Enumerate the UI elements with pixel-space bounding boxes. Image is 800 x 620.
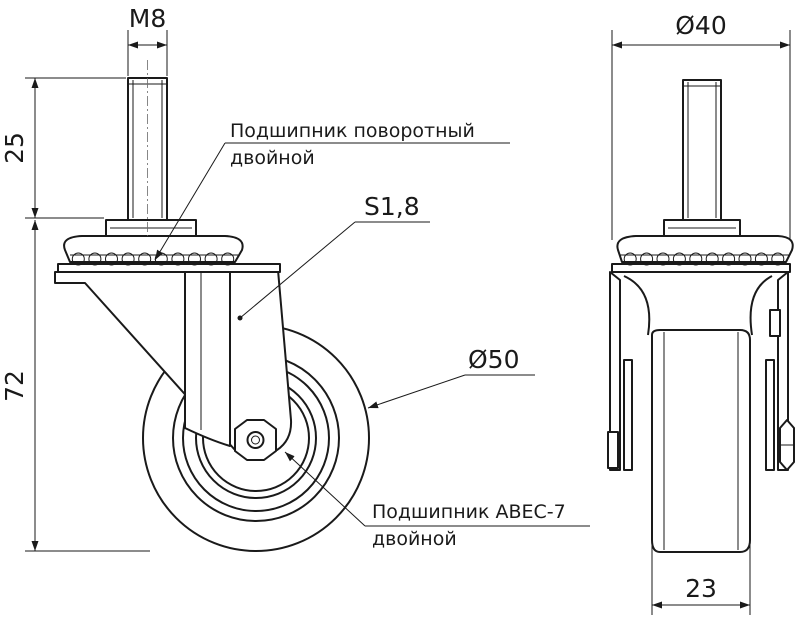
side-view: M8 25 72 Подшипник поворотный двойной S1… xyxy=(0,4,590,552)
dim-stem-length-25: 25 xyxy=(0,77,126,219)
dim-text-stem-length: 25 xyxy=(0,132,29,164)
bearing-ball xyxy=(705,252,719,266)
front-fork-right-plate xyxy=(777,271,789,471)
bearing-ball xyxy=(138,252,152,266)
swivel-bearing-balls xyxy=(71,252,235,266)
bearing-ball xyxy=(221,252,235,266)
front-fork-inner-right xyxy=(765,359,775,471)
note-leader xyxy=(367,374,466,409)
bearing-ball xyxy=(623,252,637,266)
top-plate-upper xyxy=(63,235,244,263)
note-swivel-bearing: Подшипник поворотный двойной xyxy=(154,120,510,261)
bearing-ball xyxy=(171,252,185,266)
dim-text-thickness: S1,8 xyxy=(364,192,420,221)
note-leader xyxy=(239,221,356,319)
note-swivel-line1: Подшипник поворотный xyxy=(230,120,475,142)
note-swivel-line2: двойной xyxy=(230,147,315,169)
bearing-ball xyxy=(204,252,218,266)
note-leader xyxy=(154,142,226,261)
top-plate-lower xyxy=(57,263,281,273)
front-fork-inner-left xyxy=(623,359,633,471)
dim-thread-m8: M8 xyxy=(127,4,168,76)
bearing-ball xyxy=(88,252,102,266)
note-wheel-bearing-line1: Подшипник ABEC-7 xyxy=(372,501,566,523)
front-fork xyxy=(607,271,795,471)
front-fork-left-curve xyxy=(623,275,651,336)
bearing-ball xyxy=(771,252,785,266)
bearing-ball xyxy=(188,252,201,266)
front-bearing-balls xyxy=(623,252,785,266)
bearing-ball xyxy=(689,252,703,266)
axle-nut-hole xyxy=(246,431,265,449)
front-stem xyxy=(682,79,722,221)
front-top-plate xyxy=(611,219,794,273)
bearing-ball xyxy=(121,252,135,266)
bearing-ball xyxy=(722,252,736,266)
dim-text-wheel-width: 23 xyxy=(685,574,717,603)
bearing-ball xyxy=(754,252,768,266)
note-wheel-diameter: Ø50 xyxy=(367,345,535,409)
front-plate-lower xyxy=(611,263,791,273)
bearing-ball xyxy=(656,252,670,266)
note-wheel-bearing: Подшипник ABEC-7 двойной xyxy=(284,451,590,550)
dim-text-thread: M8 xyxy=(129,4,166,33)
side-top-plate xyxy=(57,219,281,273)
front-stem-body xyxy=(682,79,722,221)
bearing-ball xyxy=(738,252,752,266)
fork-plate-front xyxy=(184,269,231,447)
front-plate-upper xyxy=(616,235,794,263)
dim-total-height-72: 72 xyxy=(0,220,150,552)
note-wheel-bearing-line2: двойной xyxy=(372,528,457,550)
bearing-ball xyxy=(71,252,85,266)
note-bracket-thickness: S1,8 xyxy=(239,192,430,319)
bearing-ball xyxy=(640,252,654,266)
front-wheel-body xyxy=(651,329,751,553)
bearing-ball xyxy=(105,252,118,266)
front-fork-left-plate xyxy=(609,271,621,471)
dim-text-total-height: 72 xyxy=(0,370,29,402)
dim-plate-diameter-40: Ø40 xyxy=(611,11,791,240)
axle-nut-core xyxy=(251,435,260,445)
front-view: Ø40 23 xyxy=(607,11,795,615)
front-fork-tab xyxy=(769,309,781,337)
dim-wheel-width-23: 23 xyxy=(651,545,751,615)
side-fork-bracket xyxy=(54,269,293,461)
dim-text-wheel-diameter: Ø50 xyxy=(468,345,520,374)
bearing-ball xyxy=(672,252,686,266)
front-axle-bolt-head xyxy=(607,431,619,469)
front-wheel xyxy=(651,329,751,553)
side-stem xyxy=(127,60,168,236)
front-fork-right-curve xyxy=(749,275,773,336)
dim-text-plate-diameter: Ø40 xyxy=(675,11,727,40)
note-leader xyxy=(284,451,366,527)
